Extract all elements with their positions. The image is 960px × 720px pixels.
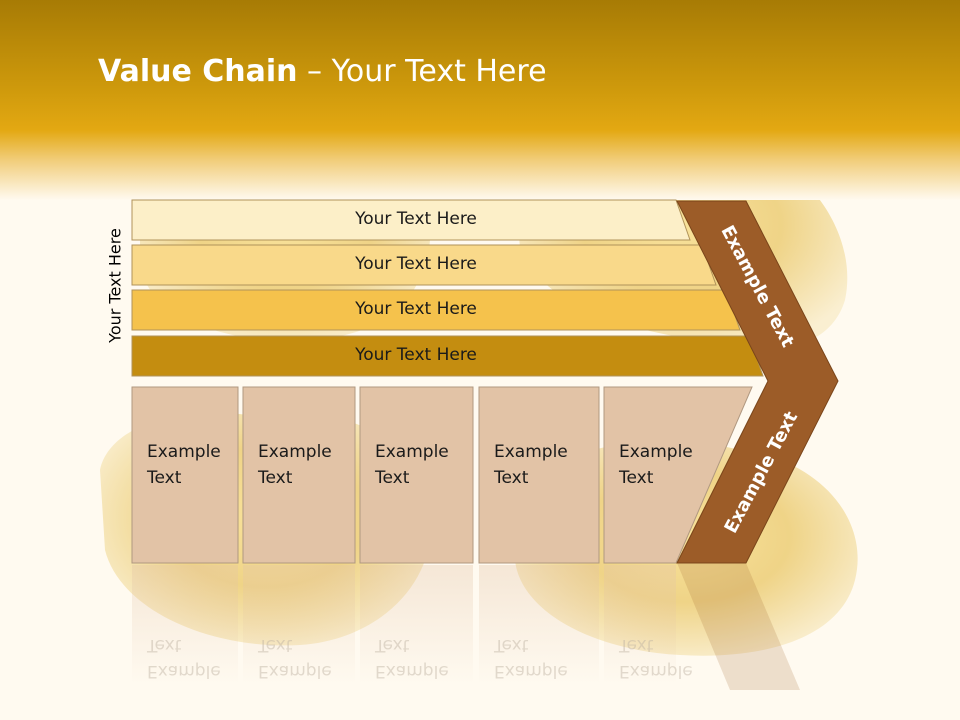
reflection-line1: Example — [494, 661, 568, 681]
value-chevron-reflection — [677, 563, 800, 690]
primary-box-reflection — [360, 565, 473, 685]
primary-box-reflection — [479, 565, 599, 685]
primary-activity-box — [603, 386, 753, 564]
value-chevron — [676, 200, 839, 564]
reflection-line1: Example — [147, 661, 221, 681]
primary-box-reflection — [243, 565, 355, 685]
primary-box-label-line2: Text — [147, 468, 182, 488]
support-bar — [131, 244, 717, 286]
support-bar-label: Your Text Here — [355, 254, 477, 274]
primary-box-label-reflection: Example Text — [375, 632, 449, 684]
primary-box-label-reflection: Example Text — [619, 632, 693, 684]
reflection-line2: Text — [147, 635, 182, 655]
support-bar — [131, 335, 764, 377]
support-bar-label: Your Text Here — [355, 345, 477, 365]
primary-activity-box — [242, 386, 356, 564]
primary-box-label-line1: Example — [258, 442, 332, 462]
reflection-line2: Text — [375, 635, 410, 655]
primary-box-label-line2: Text — [494, 468, 529, 488]
primary-box-label-line1: Example — [147, 442, 221, 462]
reflection-line1: Example — [619, 661, 693, 681]
reflection-line2: Text — [619, 635, 654, 655]
page-title: Value Chain – Your Text Here — [98, 54, 547, 89]
page-title-rest: – Your Text Here — [297, 54, 547, 89]
page-title-bold: Value Chain — [98, 54, 298, 89]
primary-activity-box — [131, 386, 239, 564]
primary-box-label-reflection: Example Text — [494, 632, 568, 684]
primary-box-label-line2: Text — [375, 468, 410, 488]
support-bar — [131, 289, 741, 331]
primary-box-label-line2: Text — [619, 468, 654, 488]
primary-box-label-line1: Example — [619, 442, 693, 462]
primary-box-label-reflection: Example Text — [147, 632, 221, 684]
primary-activity-box — [478, 386, 600, 564]
support-bar — [131, 199, 691, 241]
reflection-line2: Text — [258, 635, 293, 655]
primary-box-label-line1: Example — [375, 442, 449, 462]
primary-box-label-reflection: Example Text — [258, 632, 332, 684]
support-bar-label: Your Text Here — [355, 209, 477, 229]
reflection-line2: Text — [494, 635, 529, 655]
primary-activity-box — [359, 386, 474, 564]
primary-box-label-line1: Example — [494, 442, 568, 462]
reflection-line1: Example — [375, 661, 449, 681]
primary-box-reflection — [132, 565, 238, 685]
primary-box-label-line2: Text — [258, 468, 293, 488]
support-bar-label: Your Text Here — [355, 299, 477, 319]
primary-box-reflection — [604, 565, 676, 685]
reflection-line1: Example — [258, 661, 332, 681]
